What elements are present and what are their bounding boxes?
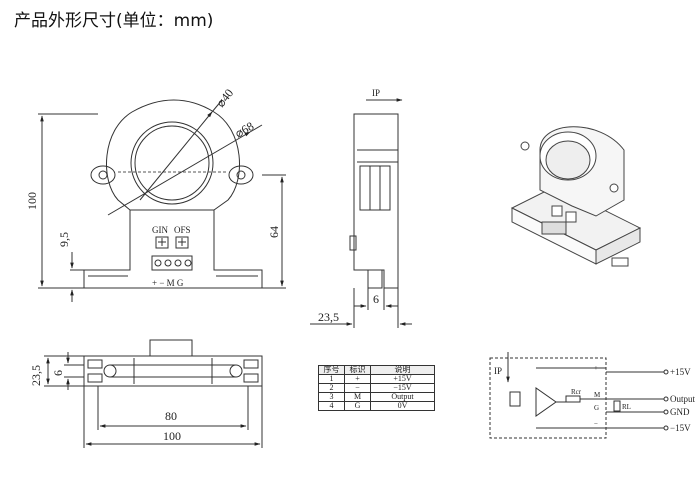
circuit-out-gnd: GND — [670, 407, 690, 417]
pin-cell: G — [344, 401, 371, 411]
dim-bottom-80: 80 — [165, 409, 177, 423]
front-aperture-inner — [134, 125, 210, 201]
front-ring-outer — [106, 99, 240, 211]
pin-table: 序号 标识 说明 1 + +15V 2 − −15V 3 M Output 4 … — [318, 365, 435, 411]
side-window — [359, 165, 391, 211]
circuit-out-m15v: −15V — [670, 423, 691, 433]
dim-bottom-23-5: 23,5 — [29, 365, 43, 386]
front-ear-right-hole — [236, 170, 246, 180]
front-base — [83, 209, 263, 289]
circuit-load-label: RL — [622, 403, 631, 411]
circuit-terminal-plus: + — [594, 364, 598, 372]
dim-pin-6: 6 — [373, 292, 379, 306]
dim-height-100: 100 — [25, 192, 39, 210]
label-pin-signs: + − M G — [152, 278, 184, 288]
front-ear-right — [228, 165, 254, 185]
dim-bottom-100: 100 — [163, 429, 181, 443]
iso-view — [510, 126, 642, 267]
table-row: 1 + +15V — [318, 374, 435, 384]
side-view — [310, 98, 412, 328]
circuit-out-output: Output — [670, 394, 696, 404]
table-row: 3 M Output — [318, 392, 435, 402]
label-gin: GIN — [152, 225, 168, 235]
circuit-diagram — [489, 352, 669, 439]
bottom-view — [44, 339, 263, 448]
label-ofs: OFS — [174, 225, 191, 235]
circuit-terminal-m: M — [594, 391, 601, 399]
circuit-ip-label: IP — [494, 366, 502, 376]
dim-height-64: 64 — [267, 226, 281, 238]
ofs-trimmer — [175, 236, 189, 249]
gin-trimmer — [155, 236, 169, 249]
page-title: 产品外形尺寸(单位：mm) — [14, 11, 214, 31]
pin-table-header: 序号 标识 说明 — [318, 365, 435, 375]
dim-bottom-6: 6 — [51, 370, 65, 376]
circuit-res-label: Rcr — [571, 388, 582, 396]
front-connector — [151, 255, 193, 271]
side-ip-label: IP — [372, 88, 380, 98]
circuit-terminal-minus: − — [594, 420, 598, 428]
bottom-connector — [149, 339, 193, 357]
circuit-out-p15v: +15V — [670, 367, 691, 377]
circuit-terminal-g: G — [594, 404, 599, 412]
front-ear-left-hole — [98, 170, 108, 180]
dim-depth-23-5: 23,5 — [318, 310, 339, 324]
dim-dia-68: ⌀68 — [233, 119, 257, 141]
front-aperture — [130, 121, 214, 205]
pin-cell: 0V — [370, 401, 435, 411]
front-ear-left — [90, 165, 116, 185]
side-body — [353, 113, 399, 289]
front-view — [38, 99, 286, 302]
dim-height-9-5: 9,5 — [57, 232, 71, 247]
table-row: 2 − −15V — [318, 383, 435, 393]
pin-cell: 4 — [318, 401, 345, 411]
side-pin — [367, 269, 383, 289]
table-row: 4 G 0V — [318, 401, 435, 411]
bottom-body — [83, 355, 263, 387]
